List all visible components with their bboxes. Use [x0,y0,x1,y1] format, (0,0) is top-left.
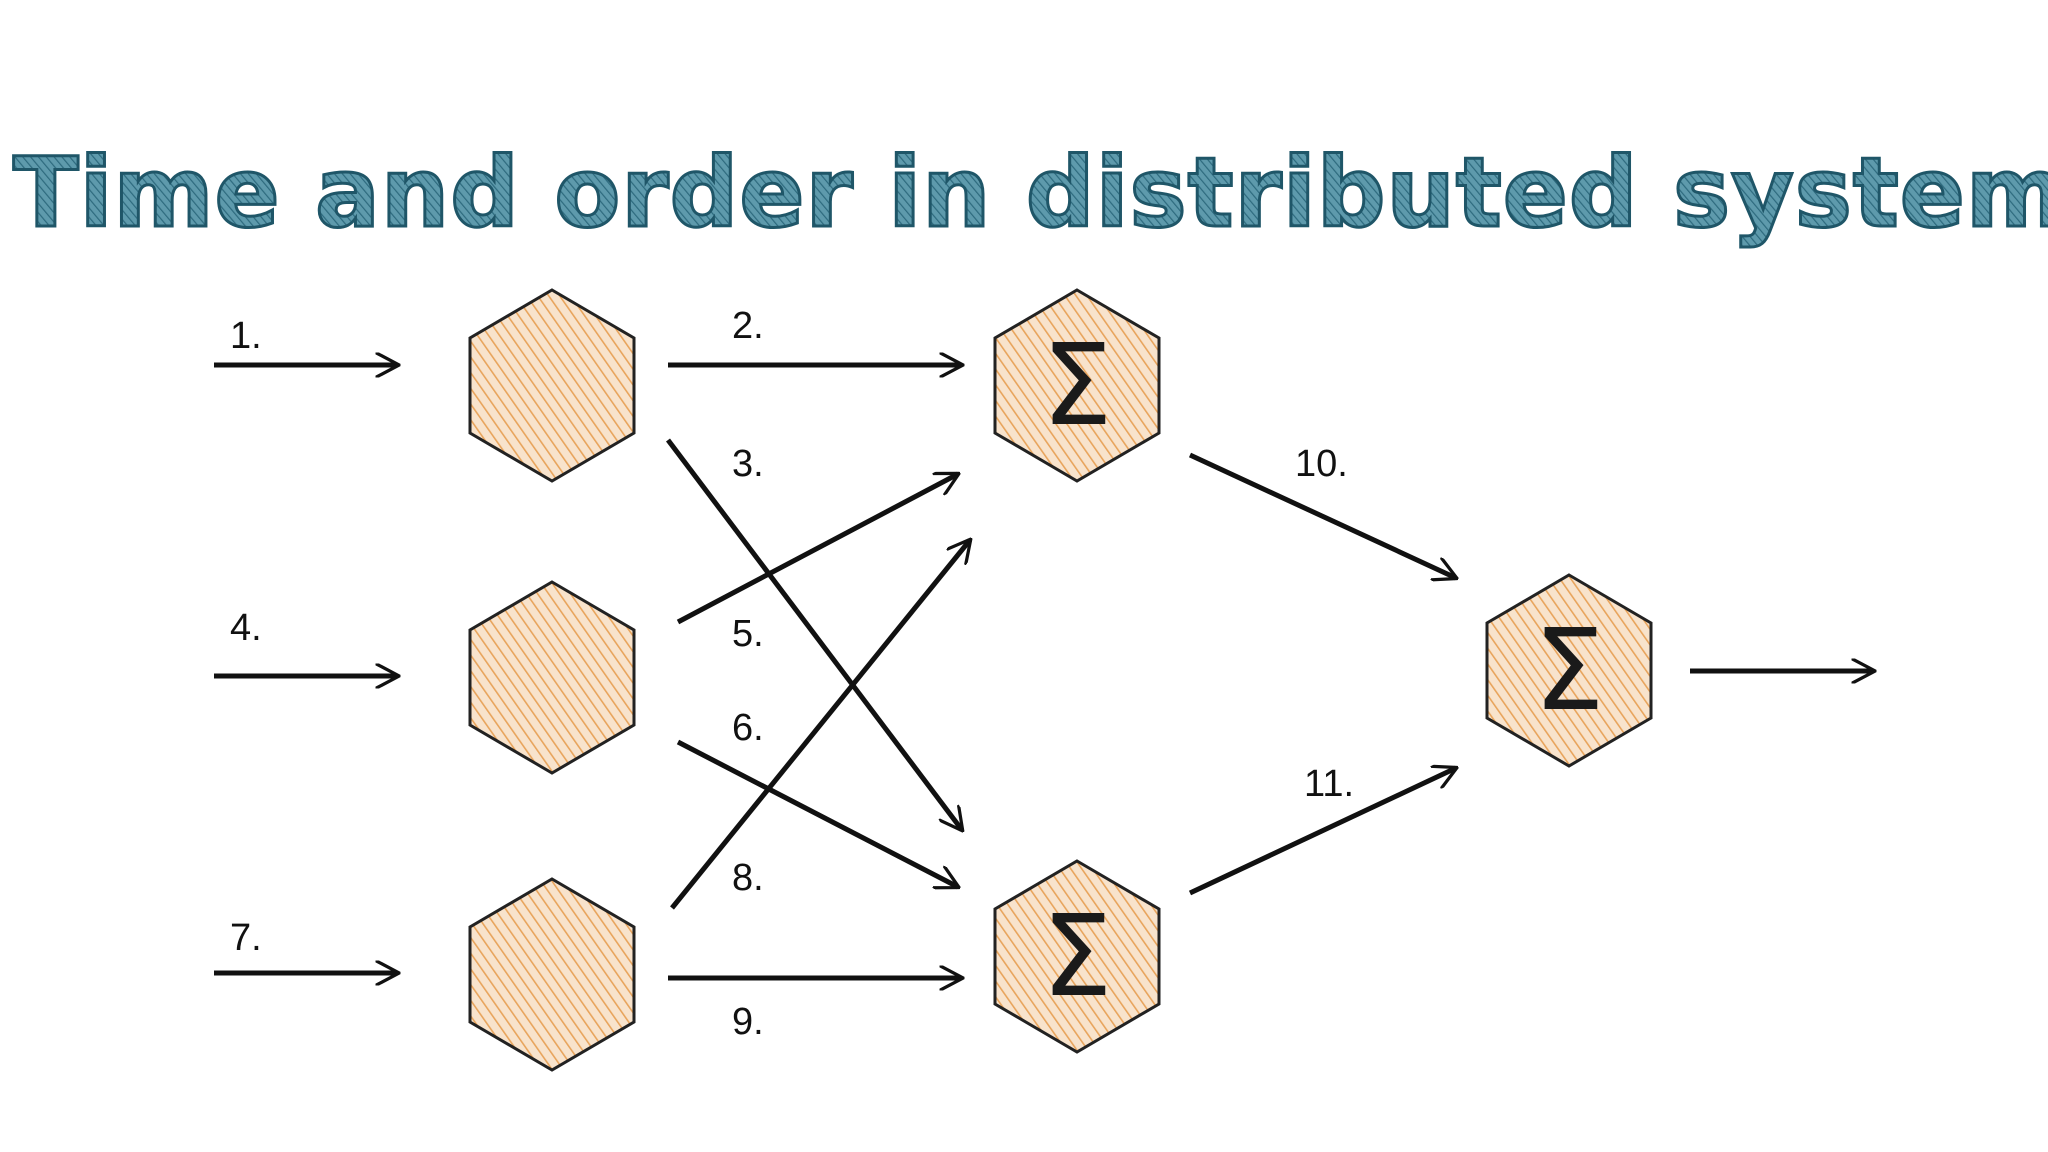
edge-5-arrow [676,474,958,625]
edge-label-1: 1. [230,315,262,357]
sigma-icon: Σ [1534,606,1605,736]
hexagon-shape [468,877,636,1072]
edge-10-arrow [1188,452,1456,578]
input-node-2 [468,580,636,775]
sigma-icon: Σ [1042,892,1113,1022]
edge-6-arrow [676,739,958,887]
edge-label-5: 5. [732,613,764,655]
hexagon-shape [993,288,1161,483]
edge-11-arrow [1188,768,1456,896]
hexagon-shape [1485,573,1653,768]
input-node-3 [468,877,636,1072]
page-title: Time and order in distributed system [13,137,2048,249]
edges-layer [214,365,1874,978]
sum-node-bottom: Σ [993,859,1161,1054]
sum-node-final: Σ [1485,573,1653,768]
edge-8-arrow [670,540,970,910]
edge-labels-layer: 1. 2. 3. 4. 5. 6. 7. 8. 9. 10. 11. [230,305,1354,1043]
edge-label-7: 7. [230,917,262,959]
nodes-layer: Σ Σ Σ [468,288,1653,1072]
edge-label-3: 3. [732,443,764,485]
hexagon-shape [468,288,636,483]
sum-node-top: Σ [993,288,1161,483]
input-node-1 [468,288,636,483]
edge-label-10: 10. [1295,443,1348,485]
edge-label-8: 8. [732,857,764,899]
edge-3-arrow [666,438,962,830]
edge-label-11: 11. [1304,763,1354,805]
sigma-icon: Σ [1042,321,1113,451]
edge-label-9: 9. [732,1001,764,1043]
edge-label-4: 4. [230,607,262,649]
edge-label-6: 6. [732,707,764,749]
hexagon-shape [993,859,1161,1054]
edge-label-2: 2. [732,305,764,347]
hexagon-shape [468,580,636,775]
